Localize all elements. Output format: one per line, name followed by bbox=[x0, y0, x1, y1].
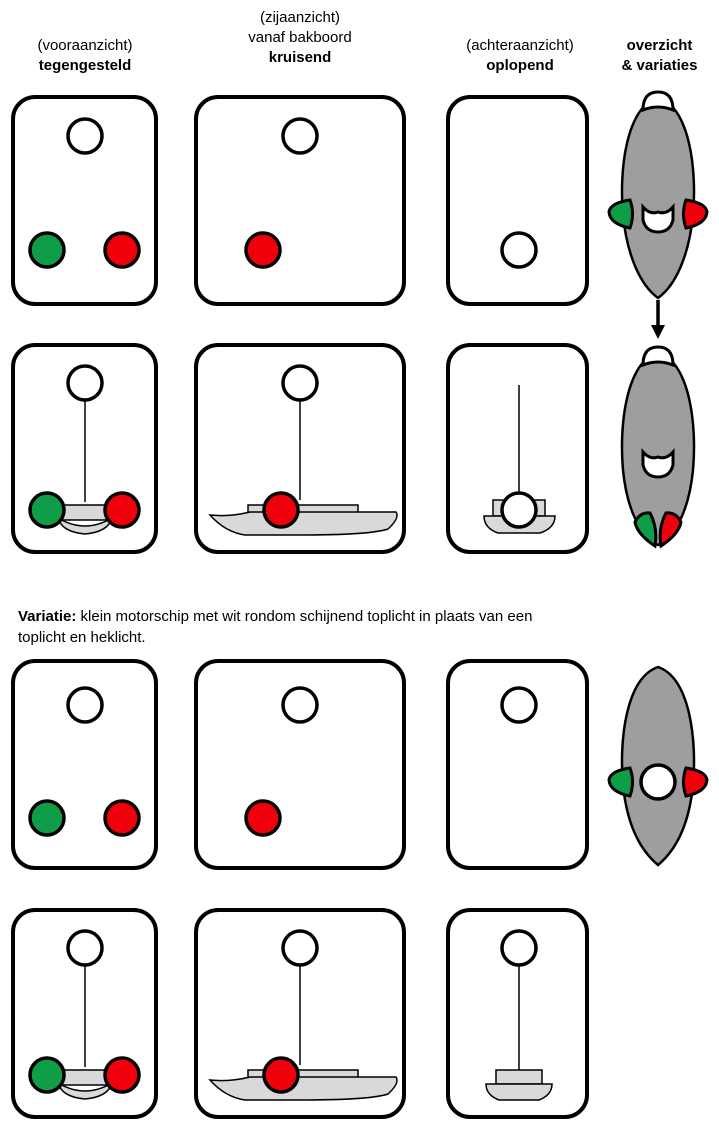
starboard-sidelight bbox=[609, 200, 633, 228]
allround-light bbox=[502, 688, 536, 722]
panel-side-view-row3 bbox=[196, 661, 404, 868]
panel-rear-view-row4 bbox=[448, 910, 587, 1117]
panel-side-view-row1 bbox=[196, 97, 404, 304]
panel-rear-view-row1 bbox=[448, 97, 587, 304]
allround-light bbox=[68, 931, 102, 965]
panel-side-view-row4 bbox=[196, 910, 404, 1117]
masthead-light bbox=[283, 366, 317, 400]
masthead-light bbox=[68, 119, 102, 153]
allround-light bbox=[502, 931, 536, 965]
port-sidelight bbox=[684, 200, 708, 228]
port-light bbox=[105, 493, 139, 527]
overview-boat-standard bbox=[609, 92, 707, 298]
masthead-light bbox=[283, 119, 317, 153]
port-light bbox=[246, 233, 280, 267]
starboard-light bbox=[30, 233, 64, 267]
panel-side-view-row2 bbox=[196, 345, 404, 552]
panel-rear-view-row3 bbox=[448, 661, 587, 868]
panel-front-view-row4 bbox=[13, 910, 156, 1117]
masthead-light bbox=[68, 366, 102, 400]
port-light bbox=[246, 801, 280, 835]
arrow-down-icon bbox=[651, 300, 665, 339]
masthead-light-arc bbox=[643, 92, 673, 110]
port-light bbox=[264, 1058, 298, 1092]
starboard-light bbox=[30, 801, 64, 835]
starboard-light bbox=[30, 493, 64, 527]
stern-light-arc bbox=[643, 207, 673, 232]
starboard-sidelight bbox=[609, 768, 633, 796]
port-sidelight bbox=[684, 768, 708, 796]
allround-light bbox=[68, 688, 102, 722]
stern-light-arc bbox=[643, 452, 673, 477]
panel-front-view-row3 bbox=[13, 661, 156, 868]
allround-light bbox=[283, 931, 317, 965]
allround-light bbox=[283, 688, 317, 722]
allround-light bbox=[641, 765, 675, 799]
port-light bbox=[105, 801, 139, 835]
masthead-light-arc bbox=[643, 347, 673, 365]
starboard-light bbox=[30, 1058, 64, 1092]
panel-front-view-row1 bbox=[13, 97, 156, 304]
stern-light bbox=[502, 493, 536, 527]
overview-boat-rear bbox=[622, 347, 694, 546]
port-sidelight bbox=[660, 513, 681, 546]
starboard-sidelight bbox=[635, 513, 656, 546]
stern-light bbox=[502, 233, 536, 267]
port-light bbox=[105, 1058, 139, 1092]
panel-front-view-row2 bbox=[13, 345, 156, 552]
overview-boat-variation bbox=[609, 667, 707, 865]
port-light bbox=[264, 493, 298, 527]
port-light bbox=[105, 233, 139, 267]
panel-rear-view-row2 bbox=[448, 345, 587, 552]
